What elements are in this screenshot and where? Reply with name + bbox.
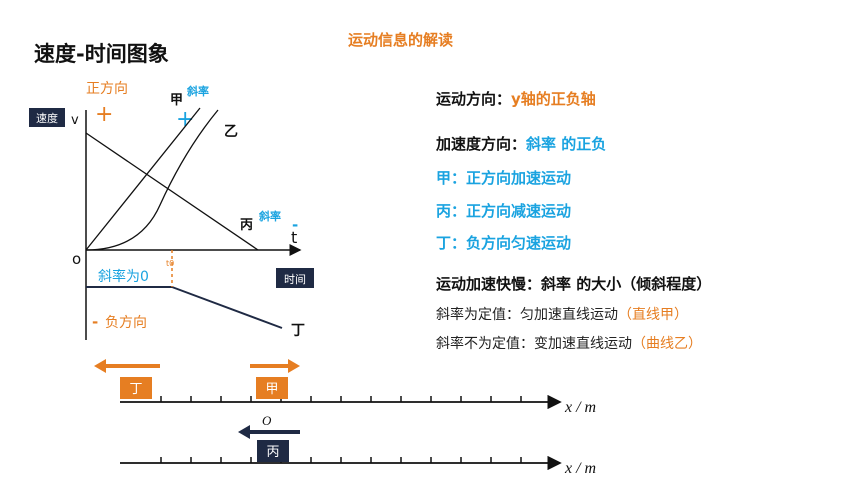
slope-plus-sign: + — [176, 107, 194, 132]
x-axis-label-2: x / m — [564, 460, 596, 477]
jia-box — [256, 377, 288, 399]
curve-yi — [85, 109, 219, 251]
variable-slope-note: （曲线乙） — [632, 336, 702, 352]
slide-title: 速度-时间图象 — [34, 42, 169, 66]
acceleration-direction-value: 斜率 的正负 — [526, 135, 607, 153]
acceleration-direction-prefix: 加速度方向： — [436, 135, 527, 153]
negative-direction-label: 负方向 — [105, 315, 147, 331]
line-ding-slope — [171, 286, 283, 329]
number-line-2-ticks — [160, 457, 522, 463]
slope-zero-label: 斜率为0 — [98, 268, 149, 285]
time-label: 时间 — [284, 273, 306, 286]
jia-box-label: 甲 — [265, 382, 278, 397]
v-axis-label: v — [71, 113, 79, 128]
variable-slope-text: 斜率不为定值：变加速直线运动 — [436, 336, 632, 352]
acceleration-speed-value: 斜率 的大小（倾斜程度） — [541, 275, 712, 293]
variable-slope-line: 斜率不为定值：变加速直线运动（曲线乙） — [436, 333, 702, 353]
acceleration-speed-prefix: 运动加速快慢： — [436, 275, 542, 293]
line-bing — [85, 132, 259, 251]
bing-box — [257, 440, 289, 462]
ding-box — [120, 377, 152, 399]
constant-slope-note: （直线甲） — [618, 307, 688, 323]
x-axis-label-1: x / m — [564, 399, 596, 416]
constant-slope-line: 斜率为定值：匀加速直线运动（直线甲） — [436, 304, 688, 324]
acceleration-speed-line: 运动加速快慢：斜率 的大小（倾斜程度） — [436, 273, 711, 294]
motion-direction-prefix: 运动方向： — [436, 90, 512, 108]
yi-label: 乙 — [224, 124, 238, 140]
positive-direction-label: 正方向 — [86, 81, 128, 97]
positive-plus-sign: + — [95, 102, 113, 127]
constant-slope-text: 斜率为定值：匀加速直线运动 — [436, 307, 618, 323]
time-label-box — [276, 268, 314, 288]
bing-description: 丙：正方向减速运动 — [436, 202, 572, 220]
acceleration-direction-line: 加速度方向：斜率 的正负 — [436, 133, 606, 154]
header-title: 运动信息的解读 — [348, 31, 454, 49]
negative-minus-sign: - — [92, 313, 98, 331]
speed-label-box — [29, 108, 65, 127]
ding-arrow-head — [94, 359, 106, 373]
t-axis-label: t — [291, 228, 297, 247]
t0-label: t0 — [166, 259, 174, 268]
jia-label: 甲 — [170, 93, 183, 108]
jia-arrow-head — [288, 359, 300, 373]
origin-o-label: O — [262, 413, 272, 428]
speed-label: 速度 — [36, 111, 58, 125]
bing-arrow-head — [238, 425, 250, 439]
ding-box-label: 丁 — [129, 382, 142, 397]
origin-label: o — [72, 250, 81, 268]
jia-slope-label: 斜率 — [186, 84, 209, 98]
slope-minus-sign: - — [292, 216, 298, 234]
motion-direction-line: 运动方向：y轴的正负轴 — [436, 88, 596, 109]
jia-description: 甲：正方向加速运动 — [436, 169, 572, 187]
ding-description: 丁：负方向匀速运动 — [436, 234, 572, 252]
bing-box-label: 丙 — [266, 445, 279, 460]
ding-label: 丁 — [291, 323, 305, 339]
bing-label: 丙 — [240, 218, 253, 233]
bing-slope-label: 斜率 — [258, 209, 281, 223]
line-jia — [85, 107, 201, 251]
motion-direction-value: y轴的正负轴 — [511, 90, 596, 108]
